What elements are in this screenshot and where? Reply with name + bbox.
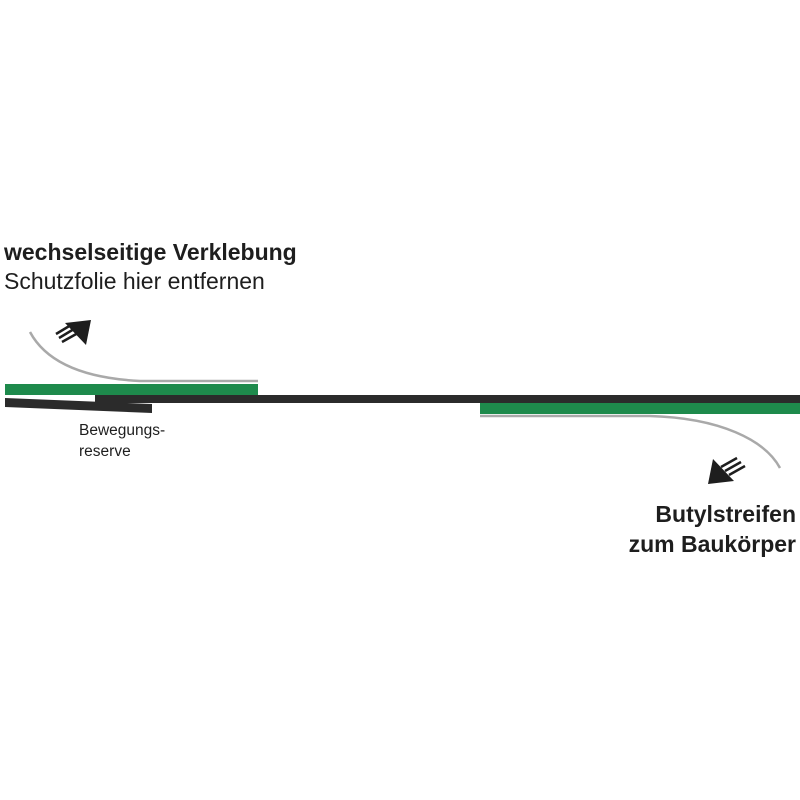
adhesive-subtitle: Schutzfolie hier entfernen: [4, 268, 265, 294]
movement-reserve-label-line1: Bewegungs-: [79, 422, 166, 439]
butyl-strip-bottom-right: [480, 403, 800, 414]
adhesive-strip-top-left: [5, 384, 258, 395]
arrow-down-left-icon: [708, 456, 746, 484]
butyl-strip-label-line1: Butylstreifen: [655, 501, 796, 527]
main-membrane: [95, 395, 800, 403]
protective-film-bottom: [480, 414, 782, 469]
lower-membrane-layer: [5, 398, 152, 413]
movement-reserve-label-line2: reserve: [79, 443, 131, 460]
butyl-strip-label-line2: zum Baukörper: [628, 531, 796, 557]
protective-film-top: [28, 331, 258, 383]
adhesive-title: wechselseitige Verklebung: [4, 239, 297, 265]
arrow-up-right-icon: [55, 320, 91, 345]
